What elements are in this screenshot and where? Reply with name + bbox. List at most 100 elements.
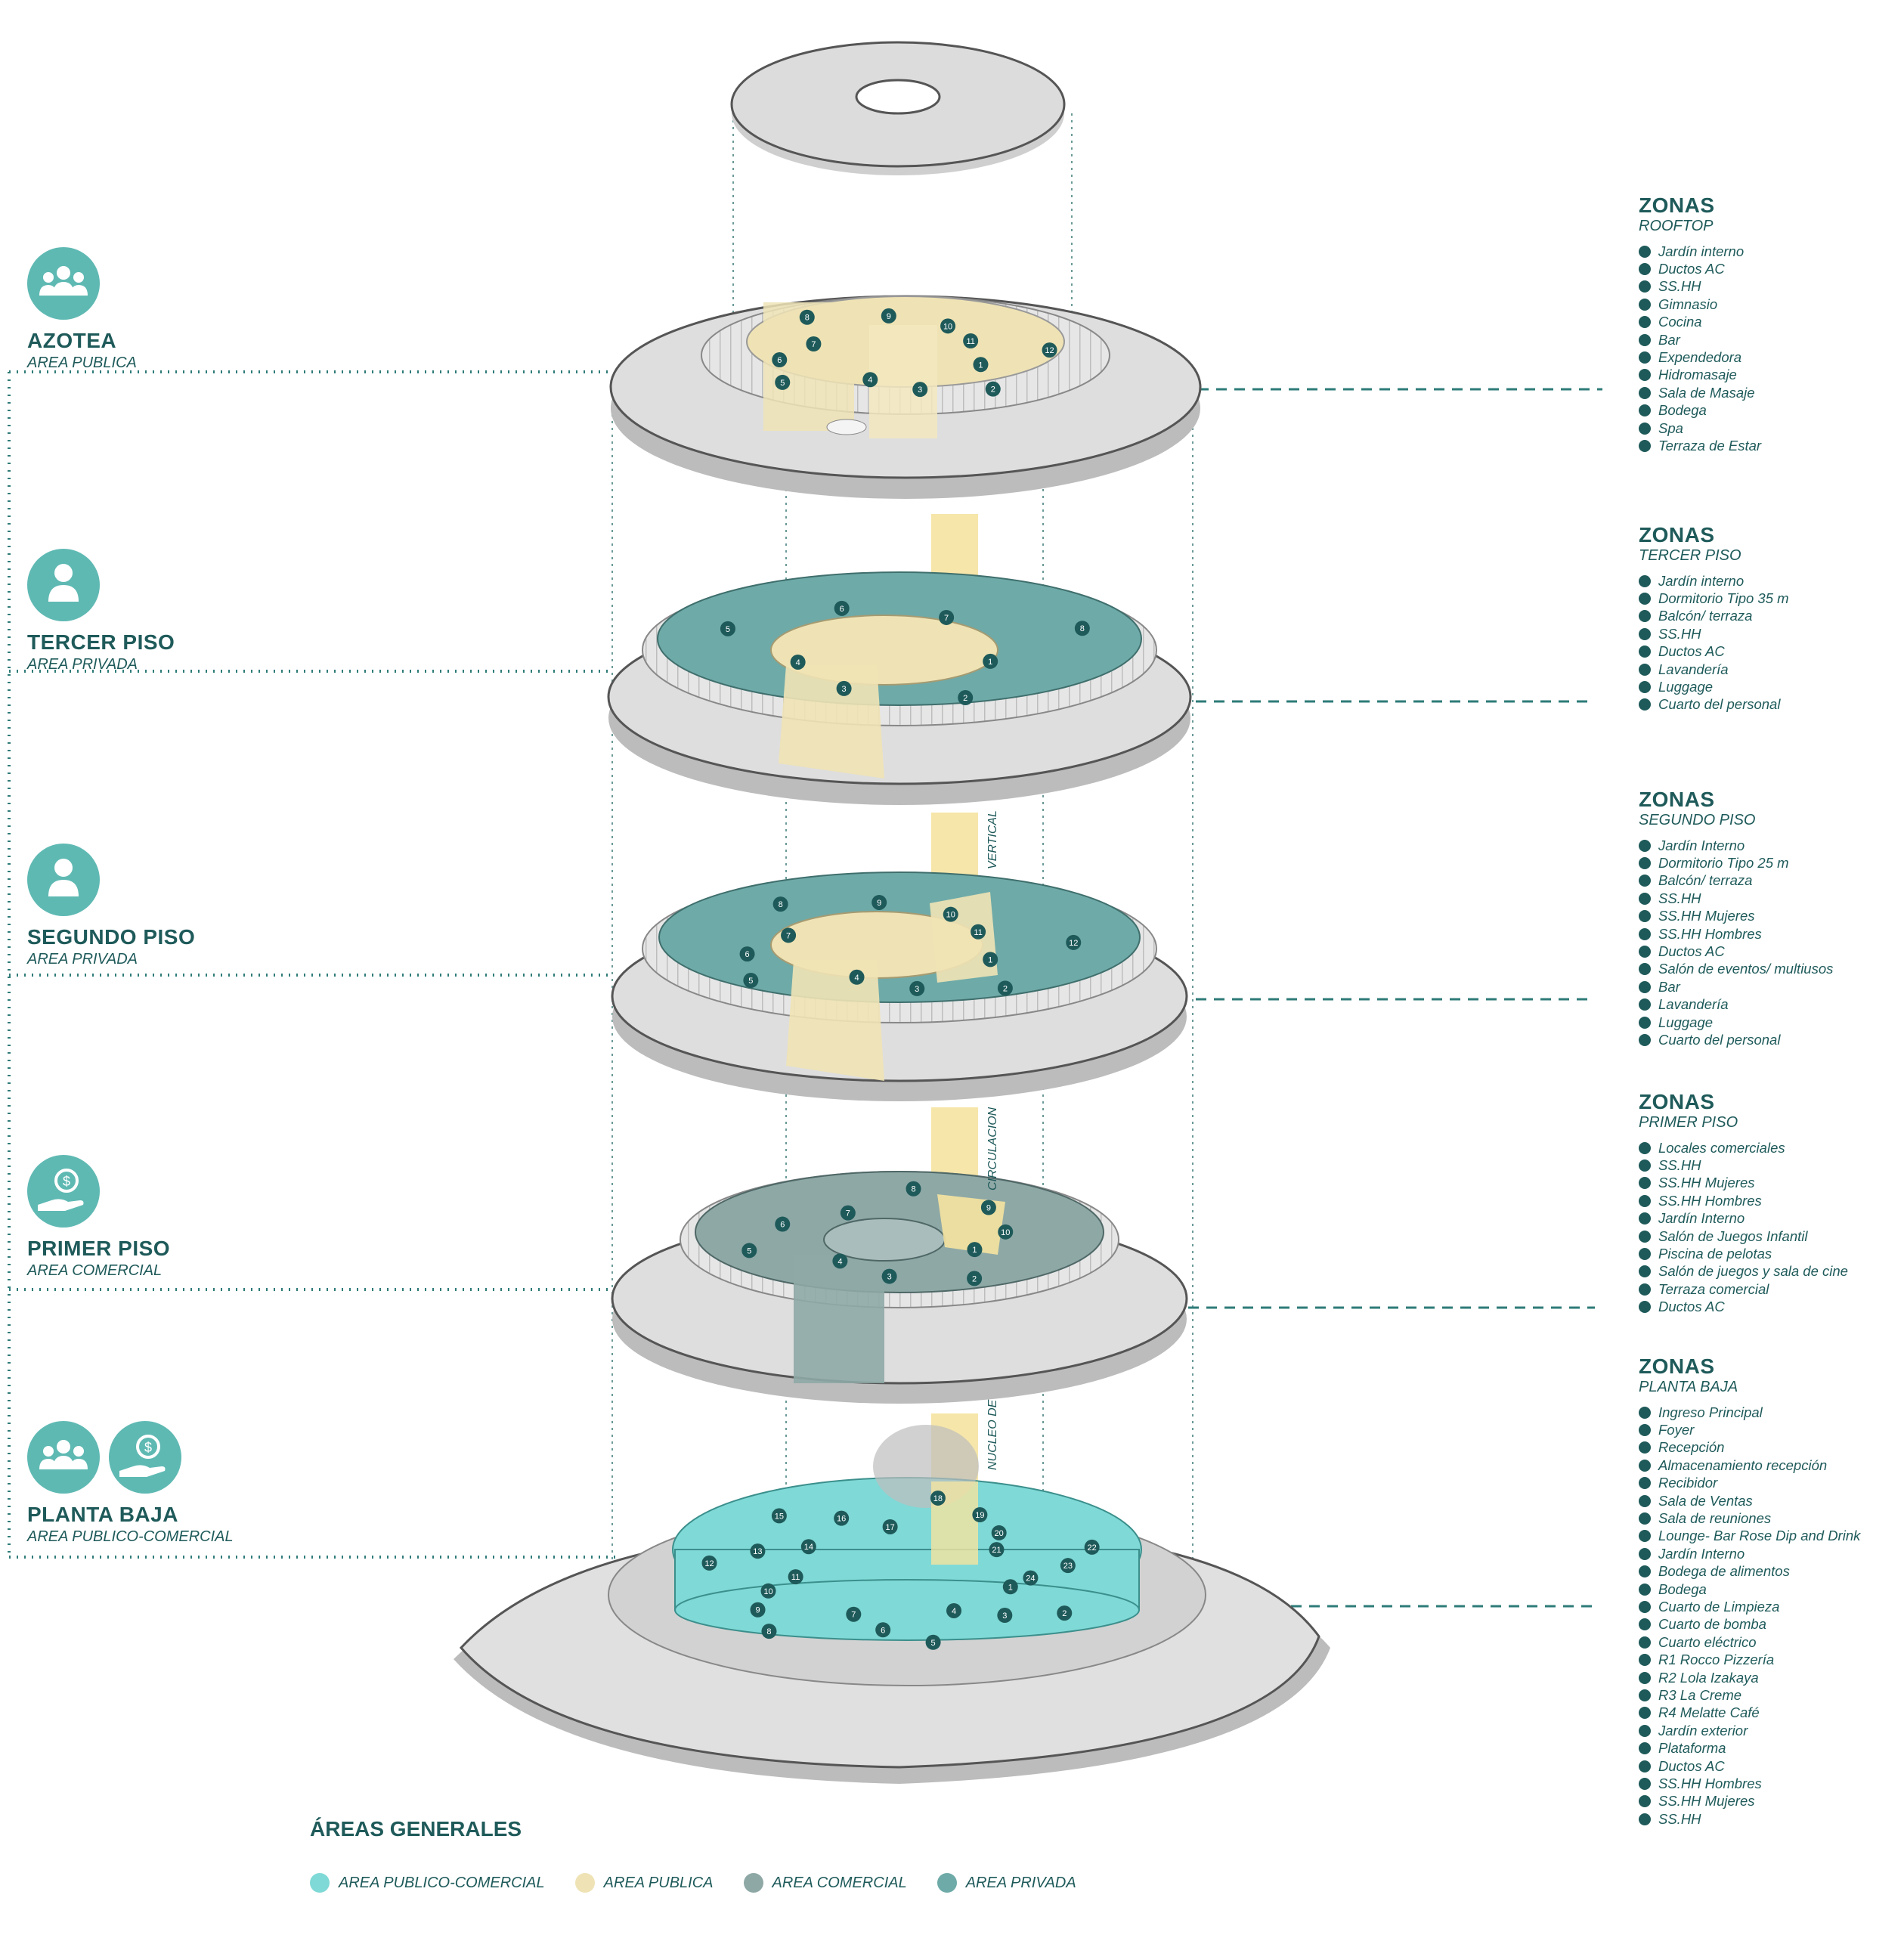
zone-item: Sala de Ventas: [1639, 1492, 1860, 1509]
zone-label: SS.HH Mujeres: [1658, 1793, 1755, 1810]
zone-number-icon: [1639, 1547, 1651, 1560]
floor-marker-label: 8: [911, 1185, 915, 1194]
zone-number-icon: [1639, 1671, 1651, 1684]
level-primer-piso: $ PRIMER PISO AREA COMERCIAL: [27, 1155, 170, 1280]
floor-marker: [832, 1253, 848, 1269]
zone-number-icon: [1639, 1742, 1651, 1755]
person-icon: [27, 549, 100, 621]
floor-marker: [788, 1569, 803, 1585]
level-name: PRIMER PISO: [27, 1237, 171, 1260]
floor-marker: [963, 333, 979, 349]
zone-number-icon: [1639, 1230, 1651, 1243]
floor-marker: [781, 927, 797, 943]
person-icon: [27, 844, 100, 916]
zone-number-icon: [1639, 422, 1651, 435]
zone-item: Bodega: [1639, 1581, 1860, 1598]
zone-item: Recepción: [1639, 1439, 1860, 1457]
svg-text:$: $: [63, 1174, 70, 1189]
floor-marker-label: 15: [775, 1512, 784, 1521]
floor-marker: [972, 1507, 988, 1523]
group-icon: [27, 1421, 100, 1494]
zone-number-icon: [1639, 857, 1651, 870]
floor-marker: [881, 1268, 897, 1284]
floor-marker: [909, 980, 925, 996]
zone-number-icon: [1639, 1707, 1651, 1720]
zone-label: Lavandería: [1658, 661, 1729, 677]
zone-label: Cuarto del personal: [1658, 696, 1781, 713]
zone-number-icon: [1639, 245, 1651, 258]
floor-marker: [771, 1508, 787, 1524]
zone-item: Cuarto de bomba: [1639, 1616, 1860, 1633]
zone-item: R2 Lola Izakaya: [1639, 1669, 1860, 1686]
zone-item: Terraza comercial: [1639, 1280, 1848, 1298]
floor-marker: [882, 1519, 898, 1534]
floor-marker: [761, 1624, 777, 1639]
zone-item: SS.HH: [1639, 278, 1761, 296]
zone-number-icon: [1639, 1654, 1651, 1667]
floor-marker: [775, 374, 791, 390]
zone-label: SS.HH Mujeres: [1658, 1175, 1755, 1191]
zone-number-icon: [1639, 333, 1651, 346]
floor-marker-label: 6: [745, 950, 749, 959]
floor-marker-label: 4: [952, 1607, 956, 1616]
zone-label: Salón de eventos/ multiusos: [1658, 961, 1834, 977]
zones-subtitle: PLANTA BAJA: [1639, 1379, 1738, 1395]
floor-marker-label: 12: [704, 1559, 714, 1568]
zone-number-icon: [1639, 439, 1651, 452]
zone-item: Cuarto del personal: [1639, 696, 1789, 714]
floor-primer: [611, 1171, 1188, 1404]
floor-marker: [800, 1539, 816, 1555]
zone-item: R3 La Creme: [1639, 1686, 1860, 1704]
level-segundo-piso: SEGUNDO PISO AREA PRIVADA: [27, 844, 195, 968]
zone-item: SS.HH: [1639, 625, 1789, 642]
floor-marker: [939, 609, 955, 625]
zone-number-icon: [1639, 280, 1651, 293]
zone-item: Balcón/ terraza: [1639, 608, 1789, 625]
floor-marker-label: 8: [805, 314, 810, 323]
floor-marker-label: 9: [986, 1203, 991, 1212]
zone-label: SS.HH: [1658, 890, 1701, 906]
legend-item: AREA PUBLICO-COMERCIAL: [310, 1873, 545, 1893]
level-tercer-piso: TERCER PISO AREA PRIVADA: [27, 549, 175, 673]
zone-label: Ductos AC: [1658, 943, 1725, 960]
zone-number-icon: [1639, 646, 1651, 658]
floor-marker: [980, 1200, 996, 1215]
floor-marker: [750, 1602, 766, 1618]
floor-marker: [741, 1243, 757, 1259]
zone-label: SS.HH: [1658, 1157, 1701, 1174]
money-hand-icon: $: [109, 1421, 181, 1494]
zone-number-icon: [1639, 316, 1651, 329]
zone-number-icon: [1639, 681, 1651, 694]
floor-marker: [701, 1555, 717, 1571]
floor-marker-label: 1: [1008, 1583, 1013, 1592]
zone-item: SS.HH Mujeres: [1639, 1175, 1848, 1192]
zone-item: Salón de eventos/ multiusos: [1639, 961, 1833, 978]
floor-marker: [997, 980, 1013, 996]
group-icon: [27, 247, 100, 320]
zone-label: Plataforma: [1658, 1740, 1726, 1757]
zone-label: Ductos AC: [1658, 1299, 1725, 1315]
floor-marker: [872, 894, 887, 910]
zone-number-icon: [1639, 1441, 1651, 1454]
zone-number-icon: [1639, 839, 1651, 852]
zone-label: SS.HH Mujeres: [1658, 908, 1755, 924]
floor-marker: [1074, 621, 1090, 636]
zone-number-icon: [1639, 980, 1651, 993]
zone-label: R4 Melatte Café: [1658, 1704, 1760, 1721]
level-sub: AREA COMERCIAL: [27, 1262, 163, 1279]
floor-marker-label: 12: [1045, 346, 1054, 355]
zone-label: Expendedora: [1658, 349, 1742, 366]
zone-item: R1 Rocco Pizzería: [1639, 1651, 1860, 1668]
floor-marker: [967, 1242, 983, 1258]
zone-item: Dormitorio Tipo 35 m: [1639, 590, 1789, 607]
floor-marker: [958, 690, 974, 706]
zone-label: Sala de reuniones: [1658, 1510, 1772, 1527]
zone-item: Balcón/ terraza: [1639, 872, 1833, 890]
zone-number-icon: [1639, 998, 1651, 1011]
core-label-2: CIRCULACION: [986, 1107, 999, 1190]
zone-label: Cuarto de bomba: [1658, 1616, 1766, 1633]
floor-marker-label: 8: [779, 900, 783, 909]
